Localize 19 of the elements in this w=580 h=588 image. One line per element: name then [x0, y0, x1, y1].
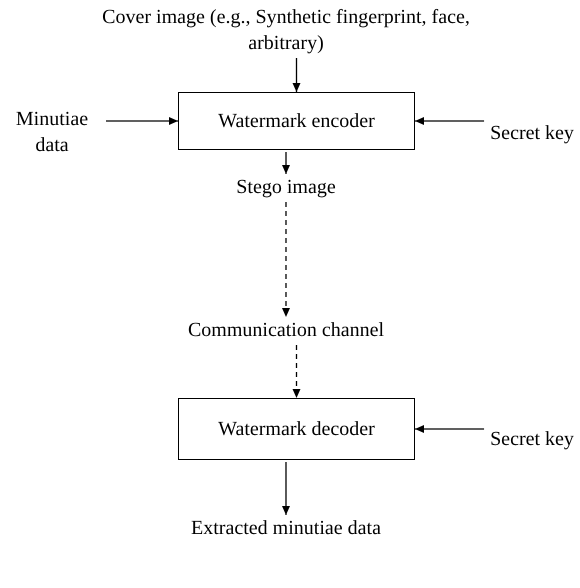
node-label: Cover image (e.g., Synthetic fingerprint, face, arbitrary)	[101, 5, 471, 56]
node-label: Minutiae data	[14, 107, 90, 158]
node-label: Stego image	[236, 175, 336, 200]
arrow	[282, 202, 290, 317]
arrow	[106, 117, 178, 125]
arrow	[415, 117, 484, 125]
arrow	[292, 345, 300, 398]
process-box	[178, 398, 415, 460]
arrow	[282, 462, 290, 515]
node-label: Extracted minutiae data	[191, 516, 381, 541]
process-box	[178, 92, 415, 150]
node-label: Communication channel	[188, 318, 384, 343]
arrow	[282, 152, 290, 174]
arrow	[415, 425, 484, 433]
arrow	[292, 58, 300, 92]
node-label: Secret key	[490, 427, 574, 452]
node-label: Secret key	[490, 121, 574, 146]
node-label: Watermark encoder	[218, 109, 375, 134]
node-label: Watermark decoder	[218, 417, 375, 442]
